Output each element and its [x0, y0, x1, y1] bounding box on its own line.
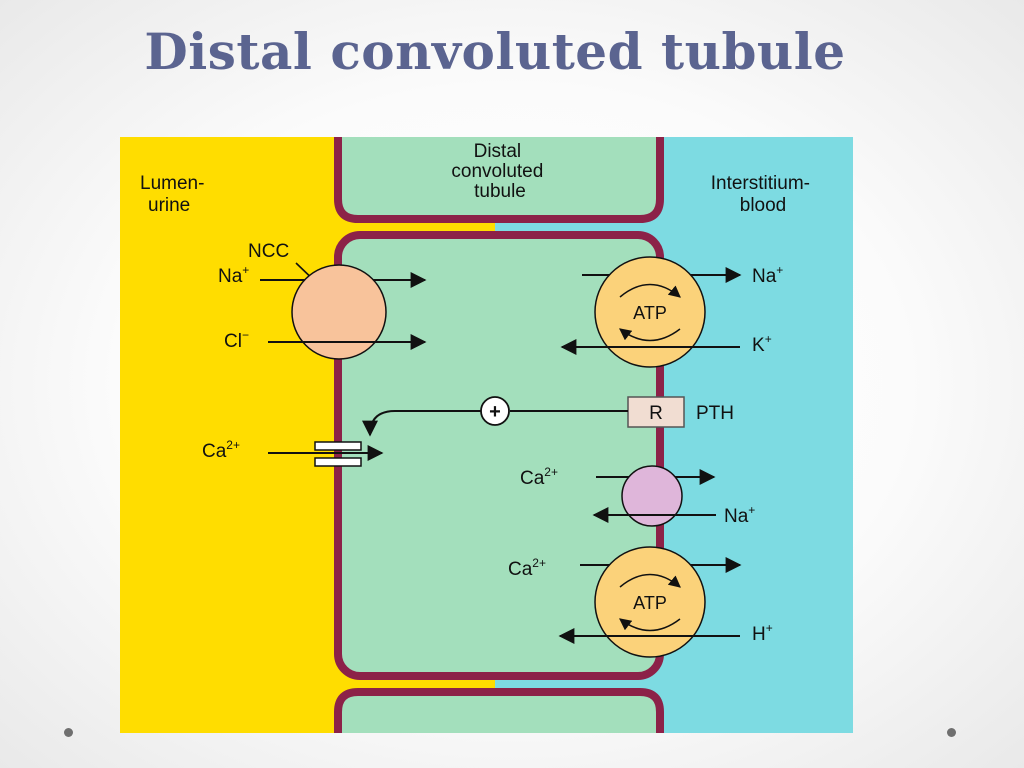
lumen-label: Lumen- urine — [140, 173, 210, 216]
ca-channel-label: Ca2+ — [202, 438, 240, 462]
bullet-dot-icon-left — [64, 728, 73, 737]
ca-atpase-cycle-bottom — [619, 618, 681, 632]
plus-sign: + — [489, 401, 501, 423]
atpase-cycle-arrow-bottom — [619, 328, 681, 342]
dct-diagram: Lumen- urine Distal convoluted tubule In… — [120, 137, 853, 733]
ca-pump-label: Ca2+ — [508, 556, 546, 580]
atp-label-2: ATP — [633, 593, 667, 613]
na-exchanger-label: Na+ — [724, 503, 755, 527]
pth-signal-arrow — [362, 410, 481, 437]
na-apical-label: Na+ — [218, 263, 249, 287]
atp-label-1: ATP — [633, 303, 667, 323]
pth-label: PTH — [696, 403, 734, 424]
bullet-dot-icon-right — [947, 728, 956, 737]
tubule-label: Distal convoluted tubule — [451, 141, 548, 202]
ca-exchanger-label: Ca2+ — [520, 465, 558, 489]
ncc-label: NCC — [248, 241, 289, 262]
atpase-cycle-arrow-top — [619, 283, 681, 298]
h-pump-label: H+ — [752, 621, 773, 645]
ca-channel-upper — [314, 441, 362, 451]
ca-channel-lower — [314, 457, 362, 467]
interstitium-label: Interstitium- blood — [711, 173, 816, 216]
ca-atpase-cycle-top — [619, 573, 681, 588]
slide-title: Distal convoluted tubule — [144, 22, 846, 81]
lower-cell — [334, 688, 664, 733]
cl-apical-label: Cl− — [224, 328, 249, 352]
k-basolateral-label: K+ — [752, 332, 772, 356]
na-ca-exchanger — [621, 465, 683, 527]
upper-cell — [334, 137, 664, 223]
ncc-transporter — [291, 264, 387, 360]
receptor-label: R — [649, 403, 663, 424]
na-basolateral-label: Na+ — [752, 263, 783, 287]
